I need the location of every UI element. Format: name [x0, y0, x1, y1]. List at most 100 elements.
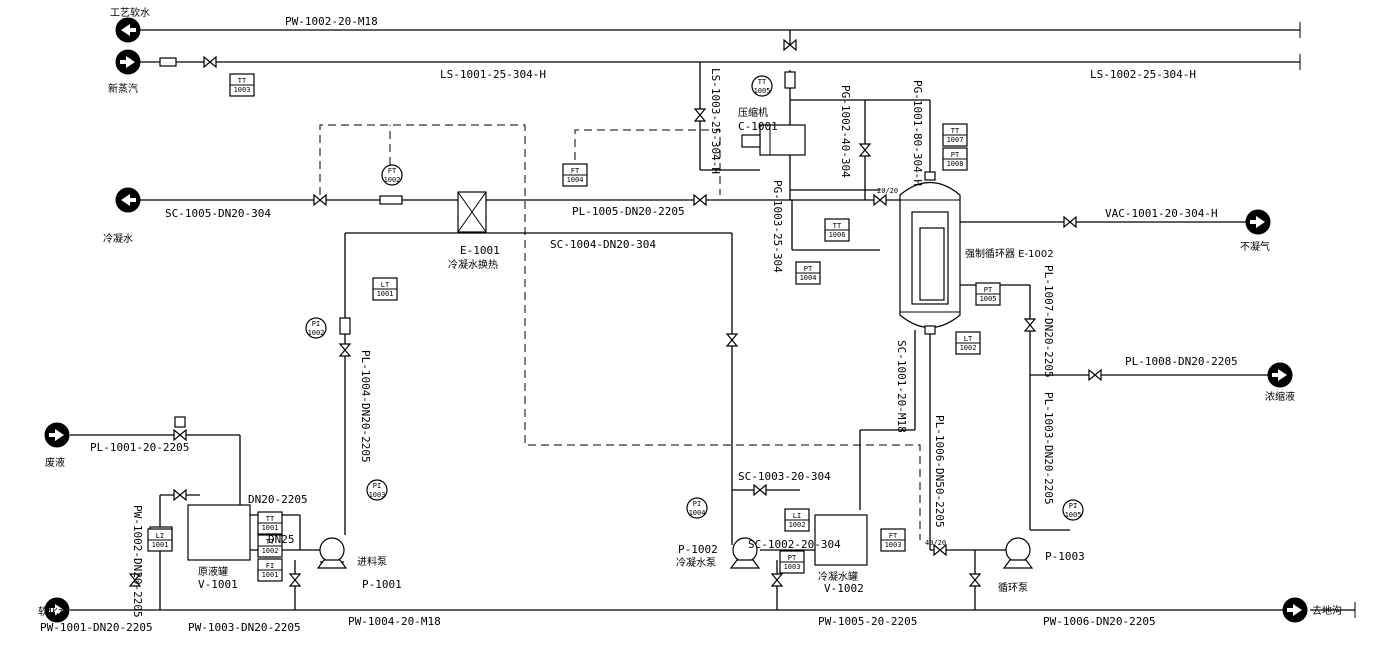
instrument-number: 1004: [800, 274, 817, 282]
pipe-label: PW-1001-DN20-2205: [40, 621, 153, 634]
instrument-number: 1003: [885, 541, 902, 549]
labels: 工艺软水 新蒸汽 冷凝水 不凝气 浓缩液 废液 软化水 去地沟 PW-1002-…: [38, 6, 1342, 634]
pipe-label: 40/20: [925, 539, 946, 547]
pump-p1002: [729, 537, 761, 569]
instrument-function: LI: [793, 512, 801, 520]
valve-icon: [873, 193, 887, 207]
instrument-function: FT: [388, 167, 397, 175]
strainer-icon: [159, 57, 177, 67]
valve-icon: [203, 55, 217, 69]
instrument-function: FT: [889, 532, 898, 540]
flow-element-icon: [339, 317, 351, 335]
valve-icon: [288, 573, 302, 587]
pipe-label: PL-1001-20-2205: [90, 441, 189, 454]
pipe-label: PW-1005-20-2205: [818, 615, 917, 628]
equipment-tag-p1001: P-1001: [362, 578, 402, 591]
pipe-label: LS-1003-25-304-H: [709, 68, 722, 174]
instrument-number: 1005: [980, 295, 997, 303]
pipe-label: PG-1003-25-304: [771, 180, 784, 273]
instrument-number: 1002: [384, 176, 401, 184]
pipe-label: 20/20: [877, 187, 898, 195]
instrument-number: 1001: [152, 541, 169, 549]
instrument-number: 1003: [369, 491, 386, 499]
pipe-label: SC-1005-DN20-304: [165, 207, 271, 220]
instrument-function: TT: [238, 77, 247, 85]
pipe-label: PL-1005-DN20-2205: [572, 205, 685, 218]
instrument-function: TT: [833, 222, 842, 230]
signal-lines: [319, 124, 921, 540]
equipment-tag-p1003: P-1003: [1045, 550, 1085, 563]
instrument-number: 1003: [234, 86, 251, 94]
instrument-function: LT: [381, 281, 390, 289]
stream-label-concentrate: 浓缩液: [1265, 390, 1295, 403]
valve-icon: [693, 193, 707, 207]
equipment-tag-c1001: C-1001: [738, 120, 778, 133]
valves: [128, 38, 1102, 587]
valve-icon: [173, 428, 187, 442]
instrument-function: PT: [951, 151, 960, 159]
instrument-function: TT: [266, 538, 275, 546]
flow-element-icon: [379, 195, 403, 205]
pump-p1001: [316, 537, 348, 569]
stream-label-process-water: 工艺软水: [110, 6, 150, 19]
pipe-label: VAC-1001-20-304-H: [1105, 207, 1218, 220]
steam-inlet-icon: [115, 49, 141, 75]
instrument-function: FT: [571, 167, 580, 175]
pipe-label: PL-1007-DN20-2205: [1042, 265, 1055, 378]
instrument-function: PI: [373, 482, 381, 490]
instrument-number: 1002: [262, 547, 279, 555]
soft-water-inlet-icon: [44, 597, 70, 623]
pipe-label: PG-1002-40-304: [839, 85, 852, 178]
pipe-label: SC-1001-20-M18: [895, 340, 908, 433]
equipment-name-c1001: 压缩机: [738, 106, 768, 119]
valve-icon: [933, 543, 947, 557]
equipment-name-v1002: 冷凝水罐: [818, 570, 858, 583]
equipment-name-e1002: 强制循环器 E-1002: [965, 247, 1054, 260]
instrument-function: PT: [804, 265, 813, 273]
valve-icon: [770, 573, 784, 587]
compressor-c1001: [741, 124, 806, 156]
instrument-number: 1001: [262, 524, 279, 532]
valve-icon: [173, 488, 187, 502]
flow-element-icon: [784, 71, 796, 89]
stream-label-soft-water: 软化水: [38, 605, 68, 618]
stream-label-condensate: 冷凝水: [103, 232, 133, 245]
equipment-name-e1001: 冷凝水换热: [448, 258, 498, 271]
equipment-name-p1003: 循环泵: [998, 581, 1028, 594]
pump-p1003: [1002, 537, 1034, 569]
instrument-number: 1002: [308, 329, 325, 337]
stream-label-noncondensable: 不凝气: [1240, 240, 1270, 253]
pipe-label: SC-1003-20-304: [738, 470, 831, 483]
stream-terminals: [44, 17, 1308, 623]
condensate-tank-v1002: [814, 514, 868, 566]
valve-icon: [968, 573, 982, 587]
instrument-function: LT: [964, 335, 973, 343]
instrument-number: 1005: [754, 87, 771, 95]
pipe-label: DN20-2205: [248, 493, 308, 506]
instrument-function: LI: [156, 532, 164, 540]
equipment-tag-e1001: E-1001: [460, 244, 500, 257]
pipe-label: SC-1002-20-304: [748, 538, 841, 551]
instrument-function: PI: [312, 320, 320, 328]
instrument-function: PI: [693, 500, 701, 508]
drain-outlet-icon: [1282, 597, 1308, 623]
valve-icon: [753, 483, 767, 497]
pipe-label: PW-1006-DN20-2205: [1043, 615, 1156, 628]
equipment-tag-v1001: V-1001: [198, 578, 238, 591]
instrument-function: PT: [984, 286, 993, 294]
instrument-number: 1007: [947, 136, 964, 144]
noncondensable-outlet-icon: [1245, 209, 1271, 235]
instrument-function: TT: [266, 515, 275, 523]
pipe-label: PL-1004-DN20-2205: [359, 350, 372, 463]
